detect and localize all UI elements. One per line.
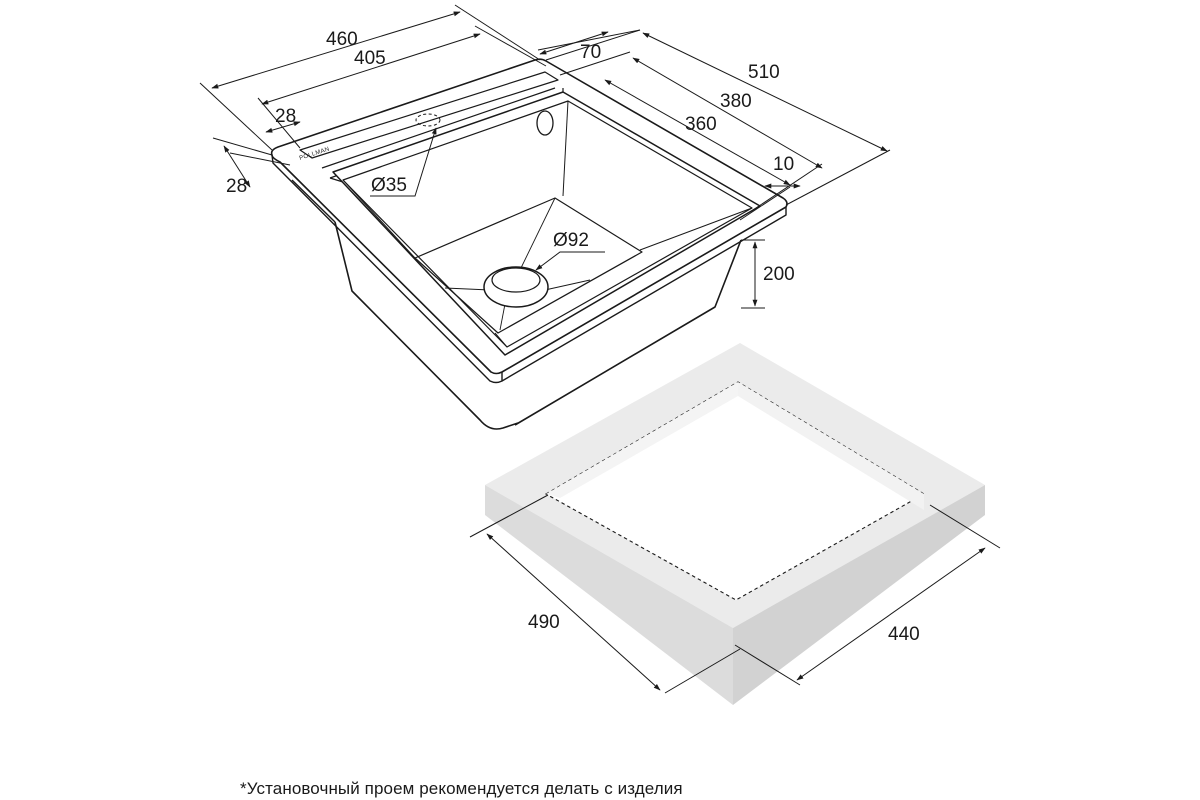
dim-label-10: 10 (773, 154, 794, 175)
sink-rim-edge-left (271, 154, 503, 384)
drain-outer (483, 266, 549, 308)
dim-label-200: 200 (763, 264, 795, 285)
dim-line-28-side (265, 121, 301, 133)
cutout-frame (485, 343, 985, 705)
dim-line-405 (261, 33, 481, 105)
sink-rim-edge-right (501, 207, 787, 382)
dim-label-70: 70 (580, 42, 601, 63)
dim-label-440: 440 (888, 624, 920, 645)
overflow-hole (536, 110, 554, 136)
dim-label-405: 405 (354, 48, 386, 69)
dim-label-28-side: 28 (275, 106, 296, 127)
sink-bowl-bottom (414, 197, 643, 334)
sink-bowl-outer-right (514, 239, 742, 426)
dim-label-tap-hole: Ø35 (371, 175, 407, 196)
dim-line-460 (211, 11, 461, 89)
dim-line-28-front (223, 145, 251, 188)
dim-label-28-front: 28 (226, 176, 247, 197)
dim-line-70 (539, 31, 609, 55)
drain-inner (491, 267, 541, 293)
dim-label-360: 360 (685, 114, 717, 135)
installation-footnote: *Установочный проем рекомендуется делать… (240, 779, 683, 798)
dim-line-360 (604, 79, 791, 186)
dim-line-440 (796, 547, 986, 681)
tap-hole (415, 113, 441, 127)
dim-line-490 (486, 533, 661, 691)
leader-drain (535, 251, 605, 271)
dim-label-490: 490 (528, 612, 560, 633)
dim-label-drain: Ø92 (553, 230, 589, 251)
dim-label-380: 380 (720, 91, 752, 112)
leader-tap-hole (370, 127, 437, 197)
sink-bowl-outer-left (334, 221, 519, 430)
dim-line-510 (642, 32, 888, 152)
dim-label-460: 460 (326, 29, 358, 50)
dim-label-510: 510 (748, 62, 780, 83)
